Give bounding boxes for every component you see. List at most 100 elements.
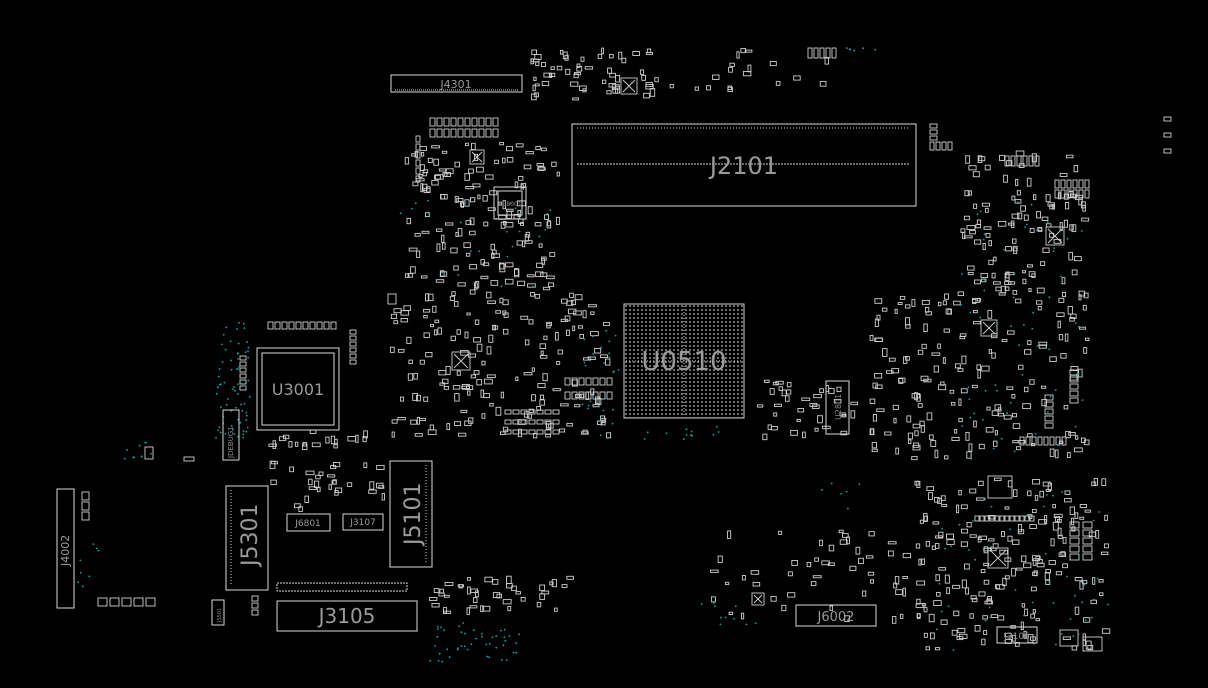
- smd-part: [552, 388, 561, 392]
- smd-part: [425, 186, 431, 193]
- component-j4301[interactable]: J4301: [390, 74, 523, 93]
- component-j5501[interactable]: J5501: [211, 599, 225, 626]
- via: [222, 333, 225, 336]
- smd-part: [929, 135, 938, 141]
- component-jdebug1[interactable]: JDEBUG1: [222, 409, 240, 461]
- smd-part: [654, 77, 659, 83]
- smd-part: [966, 521, 972, 528]
- smd-part: [419, 359, 425, 365]
- smd-part: [1054, 189, 1060, 199]
- via: [1052, 494, 1054, 497]
- smd-part: [491, 252, 495, 259]
- smd-part: [539, 593, 546, 600]
- smd-part: [415, 159, 421, 167]
- smd-part: [323, 321, 330, 330]
- smd-part: [1092, 577, 1096, 585]
- component-u0510[interactable]: U0510: [623, 303, 745, 419]
- smd-part: [935, 141, 941, 151]
- smd-part: [1009, 515, 1015, 522]
- component-j5101[interactable]: J5101: [389, 460, 433, 568]
- smd-part: [278, 436, 287, 442]
- smd-part: [460, 409, 468, 414]
- smd-part: [465, 385, 474, 390]
- smd-part: [328, 484, 332, 490]
- smd-part: [487, 207, 496, 211]
- smd-part: [1072, 179, 1078, 189]
- smd-part: [571, 377, 578, 386]
- smd-part: [537, 167, 546, 171]
- smd-part: [1016, 190, 1021, 196]
- component-pu8001[interactable]: PU8001: [493, 186, 527, 220]
- smd-part: [309, 429, 317, 434]
- smd-part: [839, 539, 848, 545]
- component-j6801[interactable]: J6801: [286, 513, 331, 532]
- smd-part: [416, 394, 421, 402]
- via: [982, 238, 985, 241]
- smd-part: [769, 388, 775, 395]
- smd-part: [968, 165, 977, 171]
- smd-part: [1038, 341, 1048, 346]
- smd-part: [1027, 490, 1032, 497]
- via: [238, 366, 241, 368]
- component-j3106[interactable]: J3106: [996, 626, 1038, 644]
- component-j3105[interactable]: J3105: [276, 582, 418, 632]
- smd-part: [492, 579, 499, 585]
- smd-part: [443, 117, 450, 127]
- smd-part: [534, 222, 542, 227]
- smd-part: [956, 504, 960, 514]
- smd-part: [425, 352, 433, 358]
- smd-part: [573, 73, 579, 79]
- component-j4002[interactable]: J4002: [56, 488, 75, 609]
- via: [1081, 601, 1083, 604]
- smd-part: [953, 610, 960, 617]
- component-u3001[interactable]: U3001: [256, 347, 340, 431]
- via: [603, 362, 605, 364]
- component-j5301[interactable]: J5301: [225, 485, 269, 591]
- smd-part: [1008, 222, 1015, 226]
- smd-part: [1018, 364, 1024, 370]
- smd-part: [791, 560, 799, 566]
- via: [150, 452, 152, 455]
- smd-part: [1029, 515, 1035, 522]
- smd-part: [1024, 608, 1028, 617]
- smd-part: [1033, 194, 1037, 201]
- component-u2801[interactable]: U2801: [825, 380, 850, 435]
- component-j3107[interactable]: J3107: [342, 513, 384, 531]
- smd-part: [1063, 405, 1069, 410]
- smd-part: [1062, 636, 1071, 640]
- smd-part: [931, 545, 936, 551]
- smd-part: [1011, 539, 1020, 545]
- smd-part: [967, 271, 974, 276]
- smd-part: [872, 414, 877, 422]
- smd-part: [994, 515, 1000, 522]
- smd-part: [904, 304, 911, 309]
- via: [1080, 230, 1083, 232]
- smd-part: [1058, 297, 1065, 303]
- via: [414, 202, 417, 205]
- smd-part: [493, 325, 499, 330]
- via: [440, 626, 442, 629]
- smd-part: [1103, 543, 1109, 549]
- component-j6002[interactable]: J6002: [795, 604, 877, 627]
- smd-part: [1021, 555, 1027, 563]
- via: [236, 328, 239, 330]
- component-j2101[interactable]: J2101: [571, 123, 917, 207]
- smd-part: [544, 419, 552, 425]
- smd-part: [1083, 347, 1088, 354]
- smd-part: [555, 216, 560, 225]
- smd-part: [574, 404, 581, 408]
- via: [734, 605, 737, 608]
- smd-part: [316, 321, 323, 330]
- smd-part: [485, 117, 492, 127]
- via: [958, 523, 961, 526]
- smd-part: [996, 584, 1005, 590]
- smd-part: [559, 428, 566, 433]
- smd-part: [410, 266, 416, 274]
- smd-part: [544, 409, 552, 415]
- smd-part: [592, 377, 599, 386]
- smd-part: [894, 308, 898, 314]
- via: [247, 346, 250, 349]
- smd-part: [1023, 562, 1032, 569]
- smd-part: [1104, 514, 1108, 521]
- smd-part: [1083, 292, 1089, 299]
